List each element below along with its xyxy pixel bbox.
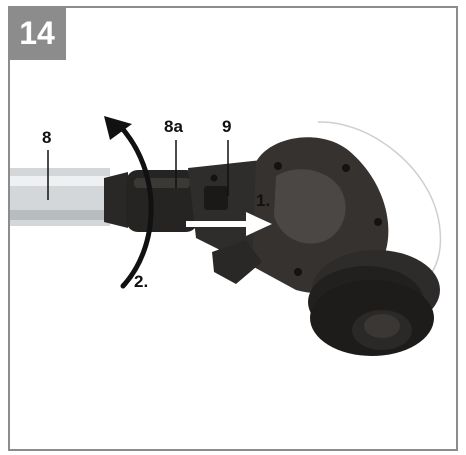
callout-collar: 8a <box>164 117 183 136</box>
rotate-arrow <box>117 123 154 289</box>
callout-step-push: 1. <box>256 191 271 210</box>
figure-frame <box>8 6 458 451</box>
collar-taper <box>104 172 128 228</box>
callout-step-rotate: 2. <box>134 272 149 291</box>
rotate-arrowhead <box>104 116 132 140</box>
shaft-highlight <box>10 176 110 186</box>
release-button-9 <box>204 186 228 210</box>
motor-cap <box>274 169 346 244</box>
callout-shaft: 8 <box>42 128 52 147</box>
step-number-badge: 14 <box>8 6 66 60</box>
lower-bracket <box>212 240 262 284</box>
push-arrowhead <box>246 212 272 236</box>
callout-release-button: 9 <box>222 117 232 136</box>
